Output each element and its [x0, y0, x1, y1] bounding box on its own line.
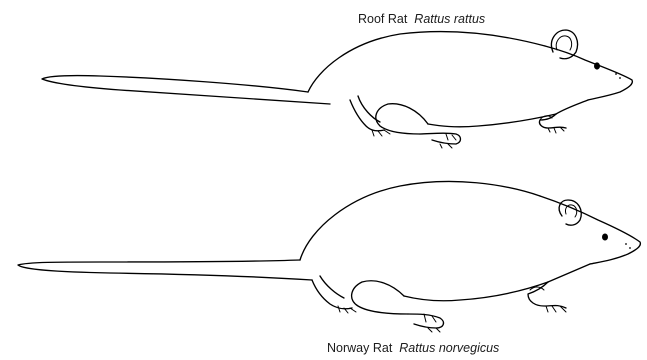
norway-rat-far-hind-toes [338, 306, 356, 313]
roof-rat-label: Roof Rat Rattus rattus [358, 12, 485, 26]
norway-rat-drawing [18, 181, 640, 332]
norway-rat-eye [602, 234, 608, 241]
norway-rat-far-hind-leg [312, 280, 352, 309]
norway-rat-label: Norway Rat Rattus norvegicus [327, 341, 499, 355]
norway-rat-scientific-name: Rattus norvegicus [399, 341, 499, 355]
roof-rat-hind-toes [440, 134, 456, 148]
roof-rat-ear [551, 30, 577, 59]
roof-rat-scientific-name: Rattus rattus [414, 12, 485, 26]
roof-rat-eye [594, 62, 600, 69]
norway-rat-tail [18, 260, 312, 280]
roof-rat-back [308, 32, 545, 92]
norway-rat-belly [404, 282, 548, 301]
norway-rat-head [540, 196, 640, 264]
roof-rat-head [545, 46, 632, 100]
roof-rat-throat [556, 100, 588, 114]
roof-rat-drawing [42, 30, 632, 148]
roof-rat-ear-inner [556, 36, 571, 50]
roof-rat-far-hind-leg [350, 100, 384, 131]
norway-rat-hind-leg [352, 281, 408, 314]
roof-rat-tail [42, 76, 330, 104]
roof-rat-front-paw [540, 116, 564, 133]
norway-rat-front-leg [528, 282, 566, 308]
norway-rat-ear-inner [565, 205, 576, 217]
norway-rat-common-name: Norway Rat [327, 341, 392, 355]
norway-rat-throat [548, 264, 590, 282]
roof-rat-common-name: Roof Rat [358, 12, 407, 26]
norway-rat-back [300, 181, 540, 260]
roof-rat-belly [428, 114, 556, 127]
